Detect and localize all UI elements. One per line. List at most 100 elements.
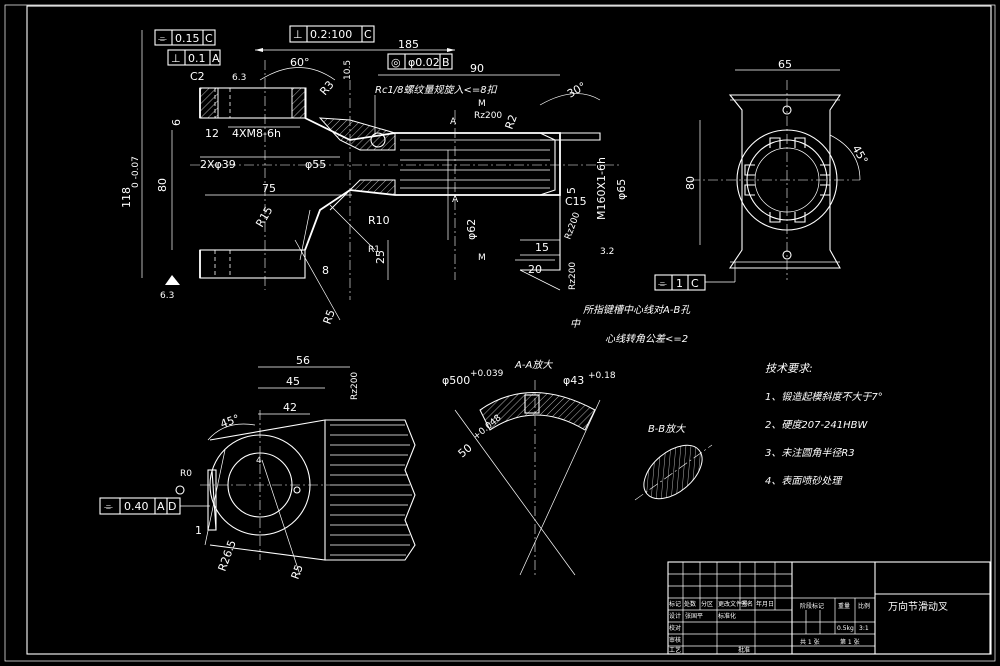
tech-req-2: 2、硬度207-241HBW	[765, 419, 869, 431]
mark-m: M	[478, 99, 486, 109]
svg-text:◎: ◎	[391, 56, 401, 69]
aa-dim-43: φ43	[563, 374, 584, 387]
bottom-dim-1: 1	[195, 524, 202, 537]
side-dim-45deg: 45°	[849, 143, 870, 166]
svg-text:⌯: ⌯	[104, 500, 113, 513]
svg-text:0.15: 0.15	[175, 32, 200, 45]
svg-text:C: C	[691, 277, 699, 290]
svg-text:⊥: ⊥	[171, 52, 181, 65]
section-aa-title: A-A放大	[514, 359, 553, 371]
svg-text:A: A	[212, 52, 220, 65]
dim-d55: φ55	[305, 158, 326, 171]
svg-text:比例: 比例	[858, 602, 870, 610]
side-dim-80: 80	[684, 176, 697, 190]
bottom-dim-42: 42	[283, 401, 297, 414]
dim-20: 20	[528, 263, 542, 276]
side-view: 65 80 45°	[684, 58, 870, 280]
mark-a-top: A	[450, 117, 457, 127]
rz200-lower: Rz200	[563, 211, 582, 241]
dim-30deg: 30°	[565, 80, 588, 101]
dim-60deg: 60°	[290, 56, 310, 69]
drawing-frame	[26, 5, 992, 655]
spline-note-2: 中	[570, 318, 581, 330]
dim-r10: R10	[368, 214, 390, 227]
section-bb-title: B-B放大	[648, 423, 686, 435]
svg-text:0.1: 0.1	[188, 52, 206, 65]
tech-req-3: 3、未注圆角半径R3	[765, 447, 855, 459]
dim-185: 185	[398, 38, 419, 51]
dim-3-2: 3.2	[600, 247, 614, 257]
svg-text:重量: 重量	[838, 602, 850, 610]
dim-r5: R5	[321, 308, 338, 326]
svg-text:工艺: 工艺	[669, 646, 681, 654]
bottom-dim-r265: R26.5	[216, 538, 239, 573]
bottom-dim-r0: R0	[180, 469, 192, 479]
svg-text:B: B	[442, 56, 450, 69]
dim-8: 8	[322, 264, 329, 277]
tolerance-frame-perp-a: ⊥ 0.1 A	[167, 49, 221, 66]
svg-text:0.2:100: 0.2:100	[310, 28, 352, 41]
bottom-dim-56: 56	[296, 354, 310, 367]
svg-text:⌯: ⌯	[158, 32, 167, 45]
svg-text:签名: 签名	[741, 600, 753, 608]
svg-text:设计: 设计	[669, 612, 681, 620]
outer-border	[4, 4, 996, 662]
bottom-dim-45: 45	[286, 375, 300, 388]
dim-d65: φ65	[615, 179, 628, 200]
svg-text:共 1 张: 共 1 张	[800, 638, 820, 646]
dim-d62: φ62	[465, 219, 478, 240]
svg-text:C: C	[205, 32, 213, 45]
front-view-dimensions: 185 90 60° 30° 118 0 -0.07 80 75 12 6 4X…	[120, 30, 628, 326]
aa-dim-500: φ500	[442, 374, 470, 387]
dim-118: 118	[120, 187, 133, 208]
designer-name: 张国平	[685, 612, 703, 620]
tolerance-frame-sym-ad: ⌯ 0.40 A D	[99, 497, 181, 515]
bottom-dim-r5: R5	[289, 563, 306, 581]
svg-text:处数: 处数	[684, 600, 696, 608]
thread-note: Rc1/8螺纹量规旋入<=8扣	[375, 84, 498, 96]
spline-note-3: 心线转角公差<=2	[605, 333, 688, 345]
bottom-view: 56 45 42 45° R26.5 R5 R0 1 Rz200 4	[175, 354, 416, 581]
svg-text:标记: 标记	[669, 600, 681, 608]
svg-text:年月日: 年月日	[756, 600, 774, 608]
dim-4xm8: 4XM8-6h	[232, 127, 281, 140]
dim-12: 12	[205, 127, 219, 140]
dim-10-5: 10.5	[343, 60, 353, 80]
dim-r2: R2	[503, 113, 520, 131]
tech-req-1: 1、锻造起模斜度不大于7°	[765, 391, 883, 403]
svg-text:0.40: 0.40	[124, 500, 149, 513]
bottom-dim-45deg: 45°	[219, 412, 242, 431]
section-bb: B-B放大	[634, 423, 713, 501]
dim-118-tol: 0 -0.07	[131, 156, 141, 188]
svg-text:阶段标记: 阶段标记	[800, 602, 824, 610]
svg-text:φ0.02: φ0.02	[408, 56, 440, 69]
tolerance-frame-perp-c: ⊥ 0.2:100 C	[289, 25, 375, 43]
bottom-rz200: Rz200	[350, 372, 360, 400]
svg-text:更改文件号: 更改文件号	[718, 600, 748, 608]
aa-dim-50: 50	[456, 441, 475, 460]
tolerance-frame-sym-c: ⌯ 1 C	[654, 274, 706, 291]
bottom-dim-4: 4	[256, 456, 262, 466]
section-aa: A-A放大 φ500 +0.039 φ43 +0.18 50 +0.048	[442, 359, 616, 576]
svg-text:分区: 分区	[701, 600, 713, 608]
mark-a-mid: A	[452, 195, 459, 205]
dim-r1: R1	[368, 245, 380, 255]
dim-90: 90	[470, 62, 484, 75]
svg-text:C: C	[364, 28, 372, 41]
spline-note-1: 所指键槽中心线对A-B孔	[583, 304, 691, 316]
rz200-top: Rz200	[474, 111, 502, 121]
svg-text:A D: A D	[157, 500, 177, 513]
dim-5: 5	[565, 187, 578, 194]
dim-r15: R15	[253, 204, 275, 229]
dim-r3: R3	[317, 78, 336, 98]
weight-value: 0.5kg	[837, 625, 854, 632]
svg-text:批准: 批准	[738, 646, 750, 654]
svg-text:标准化: 标准化	[718, 612, 736, 620]
dim-c2: C2	[190, 70, 205, 83]
dim-25: 25	[374, 250, 387, 264]
tolerance-frame-conc-b: ◎ φ0.02 B	[387, 53, 453, 70]
side-dim-65: 65	[778, 58, 792, 71]
aa-dim-43-tol: +0.18	[588, 371, 616, 381]
rz200-right: Rz200	[568, 262, 578, 290]
